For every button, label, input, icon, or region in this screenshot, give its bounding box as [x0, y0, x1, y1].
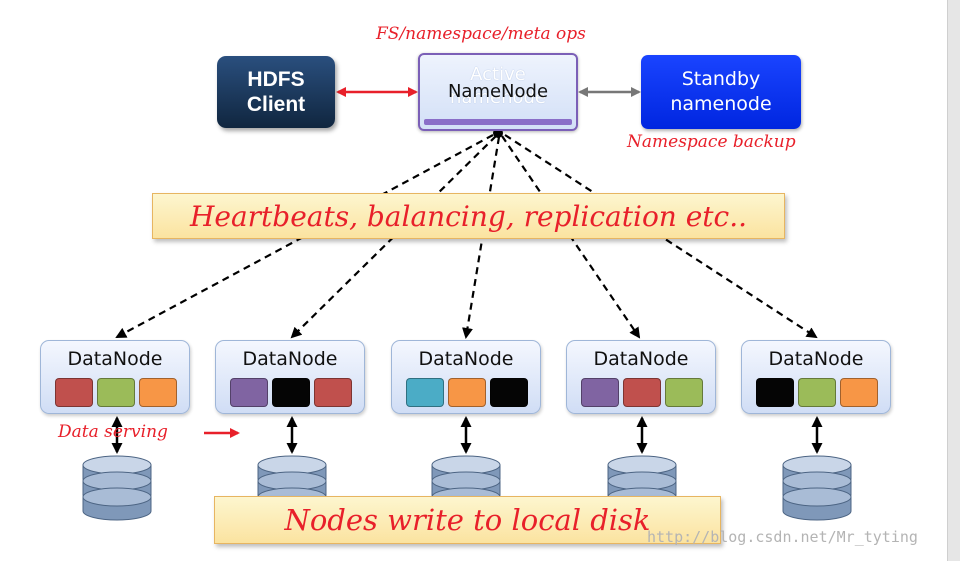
hdfs-client-box: HDFS Client — [217, 56, 335, 128]
disk-icon — [82, 455, 152, 521]
active-namenode-bar — [424, 119, 572, 125]
data-block-red — [55, 378, 93, 407]
namenode-label: NameNode — [447, 80, 549, 102]
watermark: http://blog.csdn.net/Mr_tyting — [647, 528, 918, 546]
datanode-box: DataNode — [566, 340, 716, 414]
data-block-purple — [581, 378, 619, 407]
active-namenode-underlay: Active namenode — [420, 63, 576, 109]
vertical-scrollbar[interactable] — [947, 0, 960, 561]
standby-namenode-box: Standby namenode — [641, 55, 801, 129]
datanode-label: DataNode — [242, 348, 338, 370]
data-block-black — [756, 378, 794, 407]
data-block-black — [490, 378, 528, 407]
data-block-purple — [230, 378, 268, 407]
standby-namenode-line1: Standby — [681, 68, 761, 90]
heartbeats-banner: Heartbeats, balancing, replication etc.. — [152, 193, 785, 239]
standby-namenode-line2: namenode — [670, 93, 772, 115]
data-block-orange — [448, 378, 486, 407]
data-block-red — [314, 378, 352, 407]
datanode-label: DataNode — [67, 348, 163, 370]
active-namenode-line2: namenode — [450, 87, 546, 108]
datanode-label: DataNode — [768, 348, 864, 370]
data-block-black — [272, 378, 310, 407]
hdfs-client-line1: HDFS — [247, 68, 305, 91]
active-namenode-line1: Active — [470, 64, 526, 85]
datanode-label: DataNode — [418, 348, 514, 370]
fs-ops-annotation: FS/namespace/meta ops — [376, 24, 586, 44]
datanode-box: DataNode — [40, 340, 190, 414]
data-block-green — [665, 378, 703, 407]
local-disk-banner: Nodes write to local disk — [214, 496, 721, 544]
active-namenode-box: Active namenode NameNode — [418, 53, 578, 131]
namespace-backup-annotation: Namespace backup — [627, 132, 796, 152]
data-block-orange — [840, 378, 878, 407]
data-block-teal — [406, 378, 444, 407]
data-serving-annotation: Data serving — [58, 422, 168, 442]
datanode-label: DataNode — [593, 348, 689, 370]
data-block-green — [97, 378, 135, 407]
datanode-box: DataNode — [215, 340, 365, 414]
datanode-box: DataNode — [391, 340, 541, 414]
data-block-orange — [139, 378, 177, 407]
data-block-red — [623, 378, 661, 407]
data-block-green — [798, 378, 836, 407]
datanode-box: DataNode — [741, 340, 891, 414]
hdfs-client-line2: Client — [246, 93, 306, 116]
disk-icon — [782, 455, 852, 521]
